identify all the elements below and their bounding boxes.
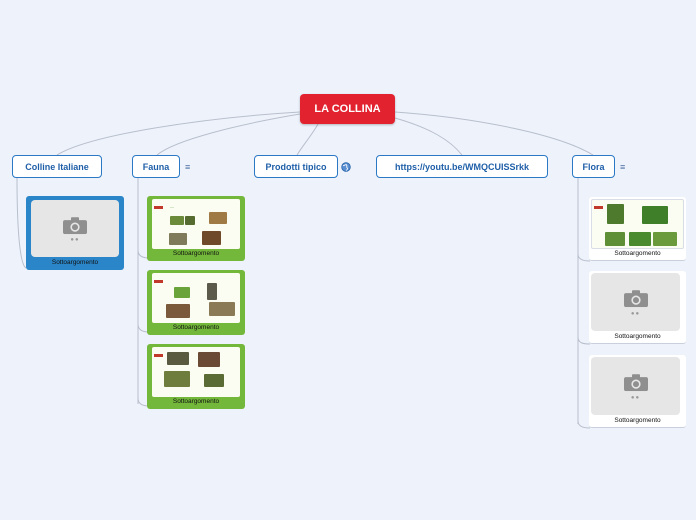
central-topic[interactable]: LA COLLINA [300, 94, 395, 124]
topic-youtube-link[interactable]: https://youtu.be/WMQCUISSrkk [376, 155, 548, 178]
subtopic-card[interactable]: — Sottoargomento [147, 196, 245, 261]
topic-prodotti-tipico[interactable]: Prodotti tipico [254, 155, 338, 178]
topic-label: Flora [582, 161, 605, 172]
subtopic-card[interactable]: ●● Sottoargomento [589, 355, 686, 428]
fauna-collage-image: — [152, 199, 240, 249]
subtopic-card[interactable]: Sottoargomento [147, 270, 245, 335]
subtopic-caption: Sottoargomento [614, 333, 661, 340]
subtopic-caption: Sottoargomento [172, 250, 220, 257]
flora-collage-image [591, 199, 684, 249]
camera-icon [623, 374, 648, 392]
subtopic-caption: Sottoargomento [614, 417, 661, 424]
connector-url [394, 117, 463, 156]
subtopic-caption: Sottoargomento [172, 324, 220, 331]
camera-icon [63, 216, 87, 234]
notes-icon[interactable]: ≡ [620, 162, 626, 172]
subtopic-caption: Sottoargomento [614, 250, 661, 257]
image-placeholder: ●● [591, 357, 680, 415]
image-placeholder: ●● [591, 273, 680, 331]
topic-colline-italiane[interactable]: Colline Italiane [12, 155, 102, 178]
connector-prodotti [296, 123, 319, 156]
topic-label: Colline Italiane [25, 161, 89, 172]
connector-flora-sub-3 [577, 420, 591, 429]
subtopic-caption: Sottoargomento [51, 259, 99, 266]
subtopic-card[interactable]: ●● Sottoargomento [26, 196, 124, 270]
connector-flora-sub-2 [577, 336, 591, 345]
connector-fauna [156, 113, 301, 156]
subtopic-card[interactable]: ●● Sottoargomento [589, 271, 686, 344]
fauna-collage-image [152, 347, 240, 397]
notes-icon[interactable]: ≡ [185, 162, 191, 172]
subtopic-card[interactable]: Sottoargomento [147, 344, 245, 409]
connector-flora-sub-1 [577, 253, 591, 262]
subtopic-caption: Sottoargomento [172, 398, 220, 405]
image-placeholder: ●● [31, 200, 119, 257]
central-topic-label: LA COLLINA [314, 103, 381, 115]
connector-colline [56, 111, 301, 156]
topic-flora[interactable]: Flora [572, 155, 615, 178]
carousel-dots: ●● [630, 395, 641, 401]
carousel-dots: ●● [630, 311, 641, 317]
connector-flora [394, 111, 594, 156]
topic-label: https://youtu.be/WMQCUISSrkk [394, 161, 529, 172]
globe-link-icon[interactable] [341, 162, 351, 175]
topic-label: Prodotti tipico [265, 161, 327, 172]
carousel-dots: ●● [70, 237, 80, 243]
subtopic-card[interactable]: Sottoargomento [589, 197, 686, 261]
camera-icon [623, 290, 648, 308]
topic-fauna[interactable]: Fauna [132, 155, 180, 178]
fauna-collage-image [152, 273, 240, 323]
connector-colline-sub [16, 177, 27, 269]
topic-label: Fauna [142, 161, 170, 172]
